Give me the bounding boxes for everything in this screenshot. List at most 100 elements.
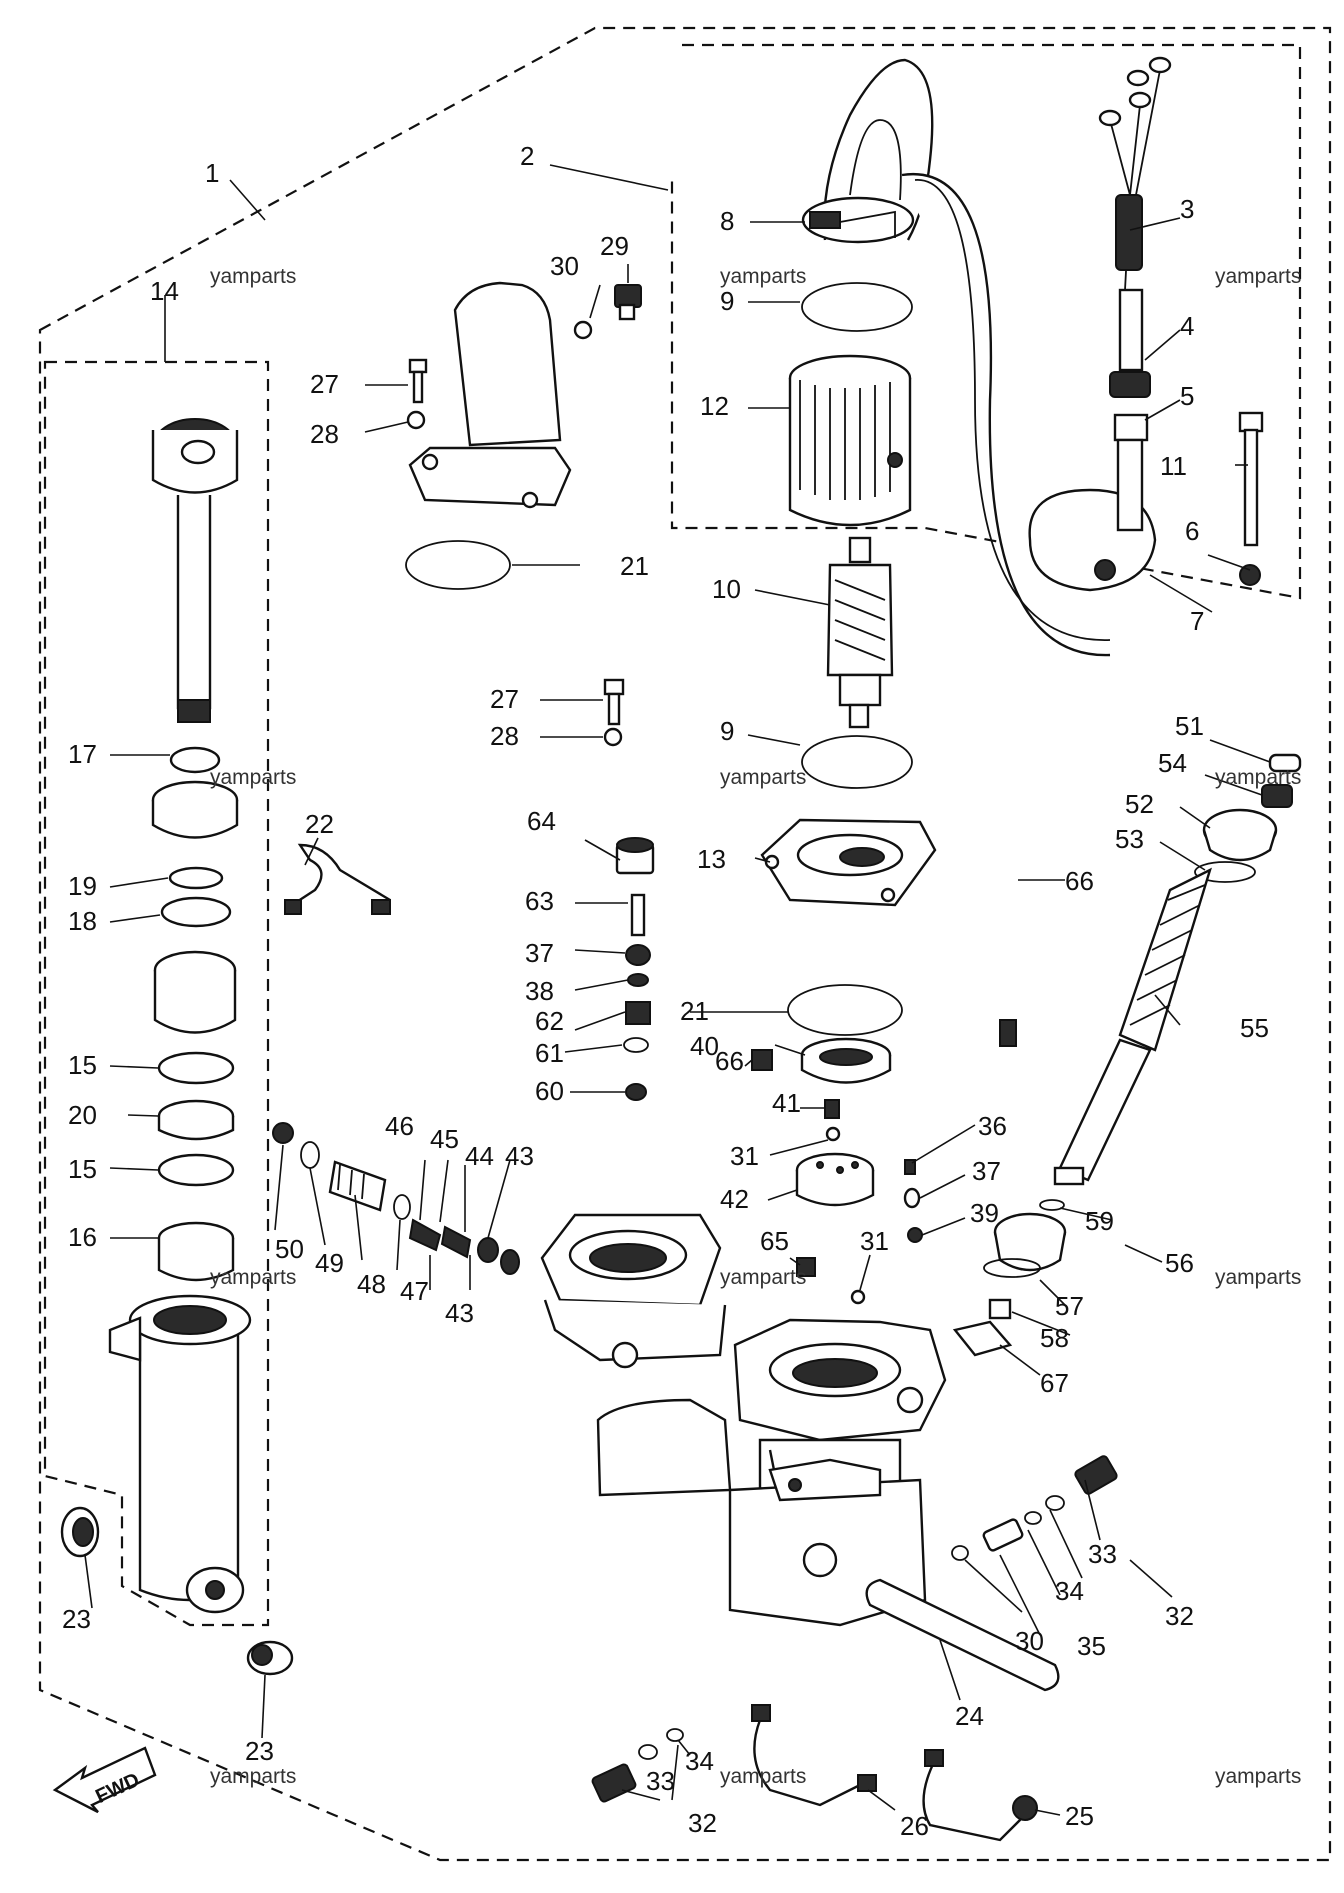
gear-housing-40	[800, 1037, 892, 1084]
bolt-66-right	[999, 1019, 1017, 1047]
callout-52: 52	[1125, 789, 1154, 819]
callout-46: 46	[385, 1111, 414, 1141]
callout-33-right: 33	[1088, 1539, 1117, 1569]
callout-8: 8	[720, 206, 734, 236]
tilt-cylinder-assembly	[108, 418, 252, 1614]
pin-36	[904, 1159, 916, 1175]
callout-63: 63	[525, 886, 554, 916]
callout-12: 12	[700, 391, 729, 421]
callout-30-bottom: 30	[1015, 1626, 1044, 1656]
watermark: yamparts	[1215, 1765, 1301, 1788]
callout-64: 64	[527, 806, 556, 836]
callout-4: 4	[1180, 311, 1194, 341]
reservoir	[408, 281, 572, 509]
gear-pump-42	[795, 1152, 875, 1207]
callout-27-mid: 27	[490, 684, 519, 714]
watermarks: yamparts yamparts yamparts yamparts yamp…	[210, 265, 1301, 1788]
pin-23-left	[60, 1506, 100, 1558]
spring-38	[627, 973, 649, 987]
callout-35: 35	[1077, 1631, 1106, 1661]
callout-11: 11	[1160, 451, 1187, 481]
callout-66-right: 66	[1065, 866, 1094, 896]
callout-45: 45	[430, 1124, 459, 1154]
callout-20: 20	[68, 1100, 97, 1130]
callout-38: 38	[525, 976, 554, 1006]
leader-lines	[84, 164, 1271, 1816]
valve-31-top	[825, 1126, 841, 1142]
cover-7	[1028, 438, 1157, 592]
callout-9-bottom: 9	[720, 716, 734, 746]
callout-47: 47	[400, 1276, 429, 1306]
nut-6	[1239, 564, 1261, 586]
callout-18: 18	[68, 906, 97, 936]
watermark: yamparts	[1215, 265, 1301, 288]
motor-yoke-12	[788, 354, 912, 527]
callout-41: 41	[772, 1088, 801, 1118]
oring-59	[1039, 1199, 1065, 1211]
callout-56: 56	[1165, 1248, 1194, 1278]
piston-rod-56	[1053, 1038, 1152, 1186]
tube-22	[284, 843, 391, 915]
tube-26	[751, 1704, 877, 1807]
callout-32-bottom: 32	[688, 1808, 717, 1838]
callout-5: 5	[1180, 381, 1194, 411]
callout-28-mid: 28	[490, 721, 519, 751]
callout-33-bottom: 33	[646, 1766, 675, 1796]
callout-13: 13	[697, 844, 726, 874]
oring-9-bottom	[801, 735, 913, 789]
callout-numbers: 1 2 3 4 5 6 7 8 9 9 10 11 12 13 14 15 15…	[62, 141, 1269, 1841]
callout-66-left: 66	[715, 1046, 744, 1076]
oring-39	[907, 1227, 923, 1243]
callout-7: 7	[1190, 606, 1204, 636]
callout-60: 60	[535, 1076, 564, 1106]
motor-brush-holder-8	[801, 196, 915, 244]
callout-16: 16	[68, 1222, 97, 1252]
callout-27-top: 27	[310, 369, 339, 399]
collar-5	[1113, 413, 1149, 442]
washer-28-top	[406, 410, 426, 430]
piston-57	[983, 1212, 1067, 1278]
valve-60	[625, 1083, 647, 1101]
callout-43-bottom: 43	[445, 1298, 474, 1328]
callout-58: 58	[1040, 1323, 1069, 1353]
motor-end-cover-13	[760, 818, 937, 907]
callout-21-mid: 21	[680, 996, 709, 1026]
lead-wire-terminals-3	[1098, 56, 1172, 372]
oring-9-top	[801, 282, 913, 332]
callout-15-bottom: 15	[68, 1154, 97, 1184]
callout-15-top: 15	[68, 1050, 97, 1080]
callout-9-top: 9	[720, 286, 734, 316]
armature-10	[826, 536, 894, 729]
oring-30-top	[573, 320, 593, 340]
bolt-27-top	[408, 358, 428, 404]
plate-67	[952, 1320, 1013, 1357]
callout-17: 17	[68, 739, 97, 769]
fwd-direction-arrow: FWD	[52, 1746, 157, 1814]
watermark: yamparts	[720, 1266, 806, 1289]
watermark: yamparts	[1215, 1266, 1301, 1289]
callout-54: 54	[1158, 748, 1187, 778]
callout-30-top: 30	[550, 251, 579, 281]
tube-25	[922, 1749, 1038, 1842]
pin-24	[865, 1578, 1060, 1692]
callout-32-right: 32	[1165, 1601, 1194, 1631]
watermark: yamparts	[720, 766, 806, 789]
callout-29: 29	[600, 231, 629, 261]
callout-34-bottom: 34	[685, 1746, 714, 1776]
washer-28-mid	[603, 727, 623, 747]
callout-51: 51	[1175, 711, 1204, 741]
callout-10: 10	[712, 574, 741, 604]
callout-19: 19	[68, 871, 97, 901]
pump-body-manifold	[540, 1213, 947, 1627]
callout-2: 2	[520, 141, 534, 171]
watermark: yamparts	[210, 1765, 296, 1788]
watermark: yamparts	[210, 1266, 296, 1289]
callout-31-low: 31	[860, 1226, 889, 1256]
manual-valve-32-bottom	[591, 1728, 684, 1803]
callout-50: 50	[275, 1234, 304, 1264]
callout-57: 57	[1055, 1291, 1084, 1321]
callout-23-bottom: 23	[245, 1736, 274, 1766]
callout-40: 40	[690, 1031, 719, 1061]
callout-42: 42	[720, 1184, 749, 1214]
